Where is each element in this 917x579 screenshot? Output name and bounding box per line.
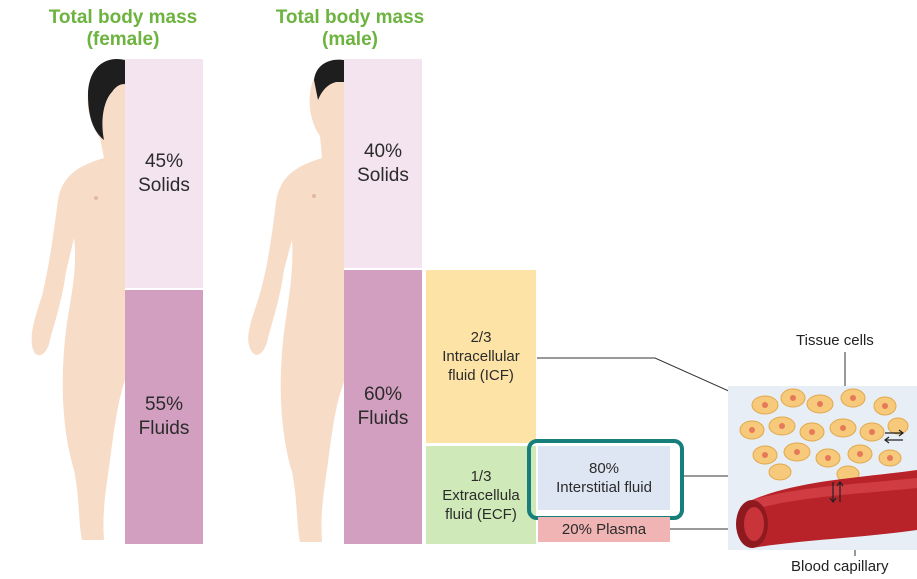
male-solids-pct: 40% xyxy=(364,140,402,164)
male-solids-box: 40% Solids xyxy=(344,59,422,268)
ecf-box: 1/3 Extracellula fluid (ECF) xyxy=(426,446,536,544)
interstitial-highlight-frame xyxy=(527,439,684,520)
icf-fraction: 2/3 xyxy=(471,328,492,347)
plasma-box: 20% Plasma xyxy=(538,517,670,542)
female-solids-label: Solids xyxy=(138,174,190,198)
icf-line2: fluid (ICF) xyxy=(448,366,514,385)
icf-box: 2/3 Intracellular fluid (ICF) xyxy=(426,270,536,443)
female-fluids-label: Fluids xyxy=(139,417,190,441)
male-body-silhouette xyxy=(248,60,344,542)
male-fluids-pct: 60% xyxy=(364,383,402,407)
male-title: Total body mass (male) xyxy=(255,7,445,51)
female-solids-box: 45% Solids xyxy=(125,59,203,288)
male-fluids-label: Fluids xyxy=(358,407,409,431)
female-title-line1: Total body mass xyxy=(28,7,218,29)
icf-line1: Intracellular xyxy=(442,347,520,366)
male-fluids-box: 60% Fluids xyxy=(344,270,422,544)
ecf-line2: fluid (ECF) xyxy=(445,505,517,524)
male-title-line1: Total body mass xyxy=(255,7,445,29)
female-fluids-box: 55% Fluids xyxy=(125,290,203,544)
icf-connector xyxy=(537,358,760,405)
tissue-cells-label: Tissue cells xyxy=(796,332,874,349)
female-fluids-pct: 55% xyxy=(145,393,183,417)
female-title: Total body mass (female) xyxy=(28,7,218,51)
male-title-line2: (male) xyxy=(255,29,445,51)
female-solids-pct: 45% xyxy=(145,150,183,174)
female-title-line2: (female) xyxy=(28,29,218,51)
female-body-silhouette xyxy=(32,59,125,540)
ecf-line1: Extracellula xyxy=(442,486,520,505)
blood-capillary-label: Blood capillary xyxy=(791,558,889,575)
plasma-label: 20% Plasma xyxy=(562,520,646,539)
ecf-fraction: 1/3 xyxy=(471,467,492,486)
tissue-panel xyxy=(728,386,917,550)
male-solids-label: Solids xyxy=(357,164,409,188)
